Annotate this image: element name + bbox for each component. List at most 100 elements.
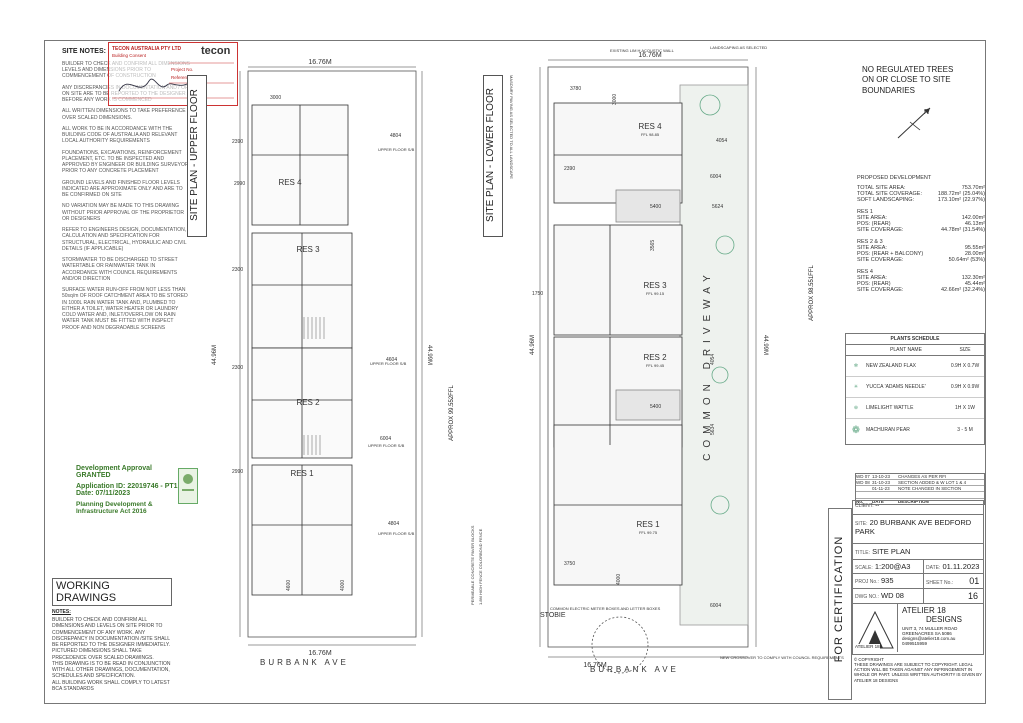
client-value: -- xyxy=(875,503,880,509)
res1-title: RES 1 xyxy=(857,209,873,215)
site-value: 20 BURBANK AVE BEDFORD PARK xyxy=(855,518,972,536)
yucca-icon: ✳ xyxy=(853,384,859,390)
approval-title: Development Approval xyxy=(76,465,152,472)
dim-label: 4000 xyxy=(616,574,622,585)
sa-government-logo xyxy=(178,468,198,504)
upper-floor-label: UPPER FLOOR S/B xyxy=(378,531,415,536)
stobie-label: STOBIE xyxy=(540,612,566,619)
atelier-logo: ATELIER 18 xyxy=(853,604,898,652)
upper-floor-label: UPPER FLOOR S/B xyxy=(378,147,415,152)
unit-label-res3: RES 3 xyxy=(643,281,667,290)
pear-tree-icon: ❁ xyxy=(851,424,861,436)
dim-label: 5624 xyxy=(712,204,723,210)
carport xyxy=(615,389,681,421)
tree-icon xyxy=(715,235,735,255)
dim-label: 2300 xyxy=(232,365,243,371)
sheet-value: 01 xyxy=(969,576,980,586)
lower-plan-label: SITE PLAN - LOWER FLOOR xyxy=(485,88,496,222)
stamp-line: Project No. xyxy=(171,67,194,72)
site-note: FOUNDATIONS, EXCAVATIONS, REINFORCEMENT … xyxy=(62,149,189,175)
company-email: designs@atelier18.com.au xyxy=(902,636,956,641)
fence-note: EXISTING LIM H ACOUSTIC WALL xyxy=(610,48,675,53)
date-value: 01.11.2023 xyxy=(942,562,980,571)
working-drawings-box: WORKING DRAWINGS NOTES: BUILDER TO CHECK… xyxy=(52,578,174,692)
copyright-text: THESE DRAWINGS ARE SUBJECT TO COPYRIGHT.… xyxy=(854,662,982,683)
north-arrow-icon: N xyxy=(897,107,931,139)
approval-app-id: Application ID: 22019746 - PT1 xyxy=(76,483,178,490)
unit-label-res2: RES 2 xyxy=(643,353,667,362)
approx-ffl-right: APPROX 98.551FFL xyxy=(809,265,815,321)
upper-depth-left: 44.96M xyxy=(212,345,218,365)
tree-icon xyxy=(711,366,729,384)
wd-note: PICTURED DIMENSIONS SHALL TAKE PRECEDENC… xyxy=(52,648,154,661)
proposed-development: PROPOSED DEVELOPMENT TOTAL SITE AREA:753… xyxy=(857,175,985,293)
dim-label: 3780 xyxy=(570,86,581,92)
lower-street-label: BURBANK AVE xyxy=(590,665,679,674)
lower-depth-left: 44.96M xyxy=(530,335,536,355)
proposed-row: SITE COVERAGE:44.78m² (31.54%) xyxy=(857,227,985,233)
sheet-of-value: 16 xyxy=(968,591,979,601)
company-address: UNIT 3, 74 MULLER ROAD GREENACRES SA 508… xyxy=(902,626,958,636)
stamp-sub: Building Consent xyxy=(112,53,147,58)
dim-label: 2390 xyxy=(564,166,575,172)
upper-floor-plan: 16.76M 16.76M 44.96M 44.99M RES 4 RES 3 … xyxy=(212,59,432,667)
lower-depth-right: 44.99M xyxy=(762,335,768,355)
plants-header: PLANT NAME xyxy=(890,347,922,353)
dim-label: 6004 xyxy=(710,174,721,180)
projno-value: 935 xyxy=(881,576,894,585)
upper-plan-label-box xyxy=(187,75,207,237)
date-label: DATE: xyxy=(926,565,941,571)
dim-label: 4600 xyxy=(286,580,292,591)
proposed-row: SOFT LANDSCAPING:173.10m² (22.97%) xyxy=(857,197,985,203)
scale-value: 1:200@A3 xyxy=(874,562,911,571)
plant-row: ✳ YUCCA 'ADAMS NEEDLE'0.9H X 0.9W xyxy=(846,377,984,398)
working-drawings-title: WORKING DRAWINGS xyxy=(52,578,172,606)
proposed-row: SITE COVERAGE:42.66m² (32.24%) xyxy=(857,287,985,293)
driveway-area xyxy=(679,84,749,626)
site-note: GROUND LEVELS AND FINISHED FLOOR LEVELS … xyxy=(62,179,183,199)
dim-label: 3750 xyxy=(564,561,575,567)
unit-outline-res3 xyxy=(553,224,683,336)
site-note: SURFACE WATER RUN-OFF FROM NOT LESS THAN… xyxy=(62,287,188,331)
upper-floor-label: UPPER FLOOR S/B xyxy=(368,443,405,448)
title-block: CLIENT: -- SITE: 20 BURBANK AVE BEDFORD … xyxy=(852,500,984,685)
site-notes-title: SITE NOTES: xyxy=(62,48,106,55)
unit-label-res4: RES 4 xyxy=(278,178,302,187)
res23-title: RES 2 & 3 xyxy=(857,239,883,245)
unit-outline-res4 xyxy=(553,102,683,204)
dim-label: 3000 xyxy=(270,95,281,101)
upper-depth-right: 44.99M xyxy=(426,345,432,365)
plants-title: PLANTS SCHEDULE xyxy=(846,334,984,345)
proposed-row: POS: (REAR)46.13m² xyxy=(857,221,985,227)
company-name: ATELIER 18 xyxy=(902,606,946,615)
meter-note: COMMON ELECTRIC METER BOXES AND LETTER B… xyxy=(550,606,661,611)
flax-icon: ✻ xyxy=(853,363,859,369)
dim-label: 4804 xyxy=(388,521,399,527)
res4-title: RES 4 xyxy=(857,269,873,275)
crossover-note: NEW CROSSOVER TO COMPLY WITH COUNCIL REQ… xyxy=(720,655,844,660)
approval-date: Date: 07/11/2023 xyxy=(76,490,131,497)
proposed-row: TOTAL SITE AREA:753.70m² xyxy=(857,185,985,191)
dim-label: 5400 xyxy=(650,204,661,210)
proposed-row: SITE AREA:142.00m² xyxy=(857,215,985,221)
unit-label-res3: RES 3 xyxy=(296,245,320,254)
unit-ffl-res1: FFL 99.75 xyxy=(639,530,658,535)
copyright-title: © COPYRIGHT xyxy=(854,657,884,662)
landscaping-note: LANDSCAPING AS SELECTED xyxy=(710,45,767,50)
drawing-frame xyxy=(44,40,986,704)
dim-label: 1750 xyxy=(532,291,543,297)
approx-ffl-left: APPROX 99.552FFL xyxy=(449,385,455,441)
driveway-label: COMMON DRIVEWAY xyxy=(702,269,713,461)
dim-label: 2990 xyxy=(232,469,243,475)
tree-icon xyxy=(699,94,721,116)
development-approval-stamp: Development Approval GRANTED Application… xyxy=(76,465,198,527)
dim-label: 6004 xyxy=(710,603,721,609)
scale-label: SCALE: xyxy=(855,565,873,571)
wd-note: THIS DRAWING IS TO BE READ IN CONJUNCTIO… xyxy=(52,660,171,680)
